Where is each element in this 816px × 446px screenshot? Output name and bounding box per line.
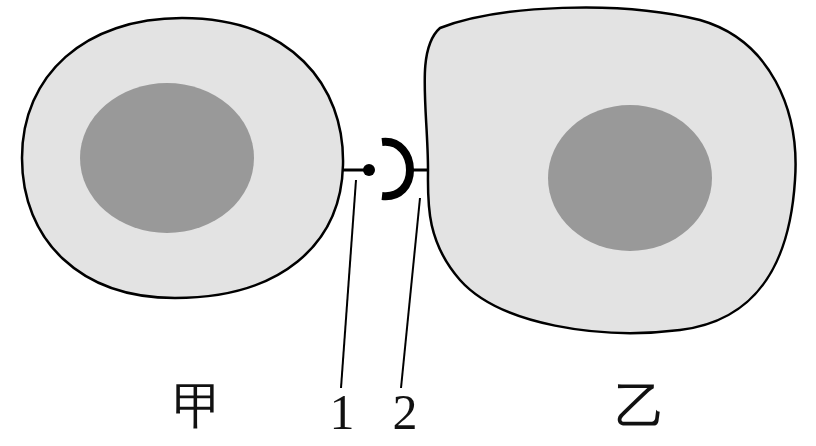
cell-label: 乙: [615, 381, 665, 431]
callout-number: 1: [330, 387, 355, 437]
receptor: [382, 142, 410, 196]
callout-number: 2: [393, 387, 418, 437]
cell-jia: [22, 18, 343, 298]
signal-molecule: [363, 164, 375, 176]
leader-line: [401, 198, 420, 388]
nucleus: [80, 83, 254, 233]
signal-stalk: [343, 169, 366, 172]
nucleus: [548, 105, 712, 251]
leader-line: [341, 180, 356, 388]
cell-yi: [425, 8, 796, 333]
cell-label: 甲: [173, 381, 223, 431]
receptor-stalk: [410, 169, 429, 172]
